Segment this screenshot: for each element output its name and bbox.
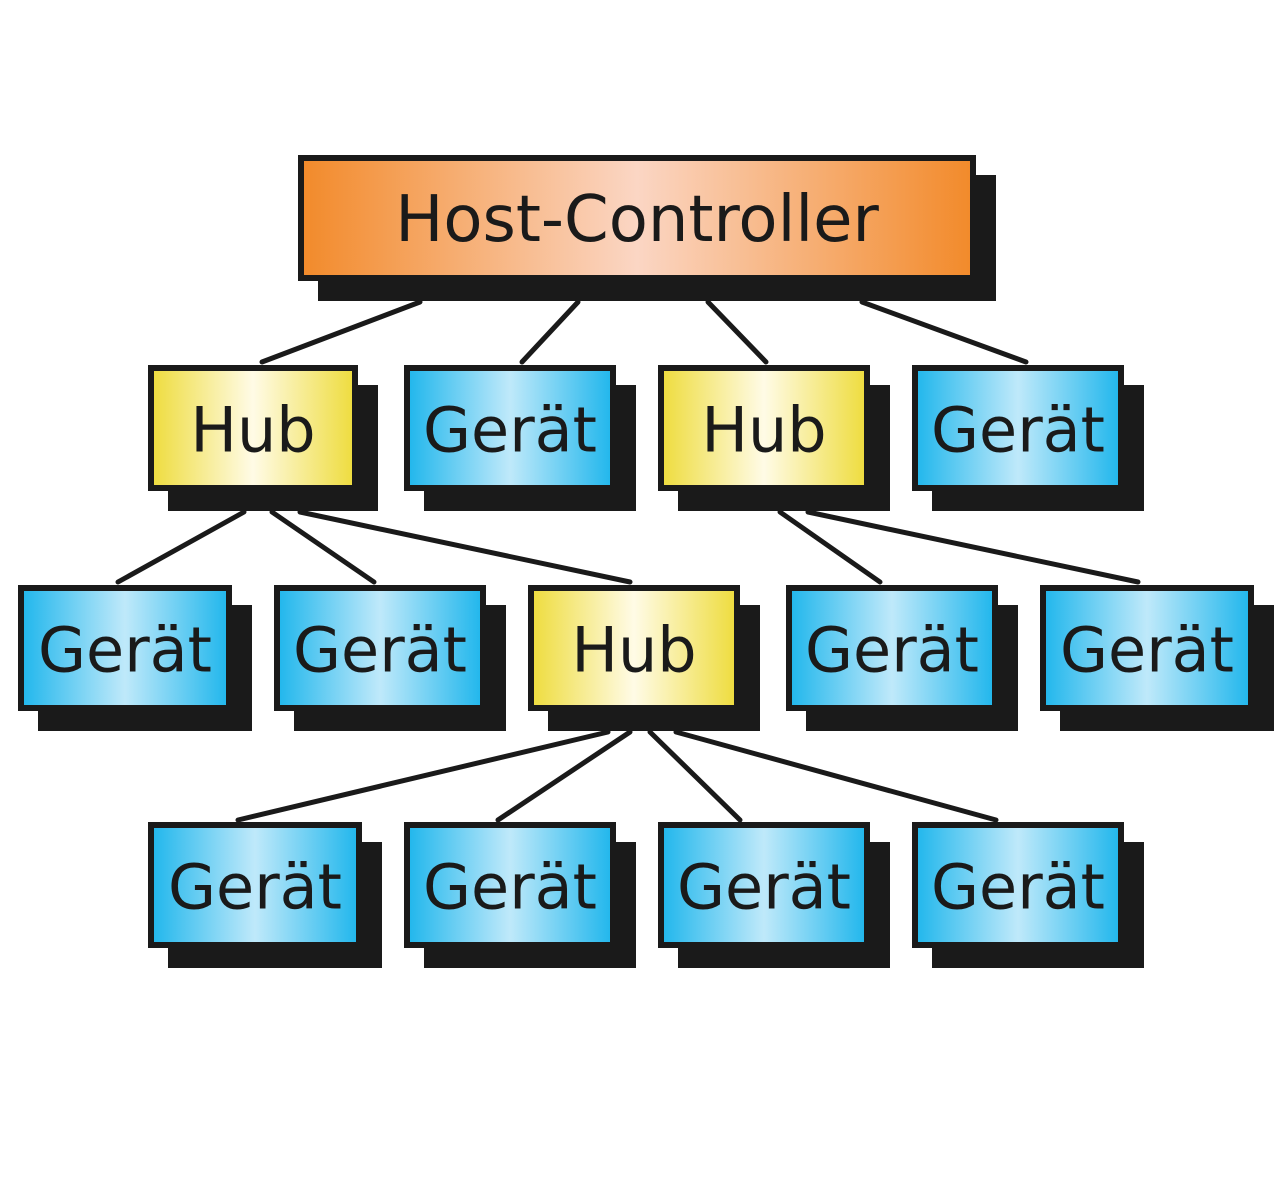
connection-line-hub1-dev4	[269, 509, 377, 585]
connection-line-hub3-dev10	[673, 729, 999, 823]
device-box-dev2: Gerät	[912, 365, 1144, 511]
hub-label: Hub	[571, 614, 696, 687]
device-box-body	[274, 585, 486, 711]
device-label: Gerät	[423, 851, 597, 924]
device-box-dev1: Gerät	[404, 365, 636, 511]
device-box-body	[404, 365, 616, 491]
device-label: Gerät	[931, 851, 1105, 924]
connection-line-host-hub1	[259, 299, 423, 365]
device-label: Gerät	[1060, 614, 1234, 687]
device-box-body	[1040, 585, 1254, 711]
device-box-body	[404, 822, 616, 948]
hub-box-hub1: Hub	[148, 365, 378, 511]
connection-line-hub3-dev7	[235, 729, 611, 823]
device-box-body	[148, 822, 362, 948]
connection-line-hub3-dev9	[647, 729, 743, 823]
connection-line-host-hub2	[705, 299, 769, 365]
hub-label: Hub	[190, 394, 315, 467]
device-box-dev4: Gerät	[274, 585, 506, 731]
host-label: Host-Controller	[395, 183, 879, 257]
device-box-dev7: Gerät	[148, 822, 382, 968]
connection-line-host-dev2	[859, 299, 1029, 365]
connection-lines	[115, 299, 1141, 823]
hub-box-body	[658, 365, 870, 491]
device-box-dev5: Gerät	[786, 585, 1018, 731]
device-box-body	[912, 365, 1124, 491]
connection-line-hub2-dev6	[805, 509, 1141, 585]
device-label: Gerät	[805, 614, 979, 687]
hub-box-hub2: Hub	[658, 365, 890, 511]
device-label: Gerät	[931, 394, 1105, 467]
hub-box-hub3: Hub	[528, 585, 760, 731]
host-box-host: Host-Controller	[298, 155, 996, 301]
hub-box-body	[148, 365, 358, 491]
device-box-dev6: Gerät	[1040, 585, 1274, 731]
connection-line-host-dev1	[519, 299, 581, 365]
connection-line-hub1-hub3	[297, 509, 633, 585]
connection-line-hub2-dev5	[777, 509, 883, 585]
device-box-body	[786, 585, 998, 711]
device-box-body	[658, 822, 870, 948]
device-label: Gerät	[293, 614, 467, 687]
hub-box-body	[528, 585, 740, 711]
host-box-body	[298, 155, 976, 281]
device-label: Gerät	[38, 614, 212, 687]
device-label: Gerät	[423, 394, 597, 467]
device-box-dev9: Gerät	[658, 822, 890, 968]
hub-label: Hub	[701, 394, 826, 467]
device-box-dev8: Gerät	[404, 822, 636, 968]
device-box-dev10: Gerät	[912, 822, 1144, 968]
connection-line-hub3-dev8	[495, 729, 633, 823]
device-label: Gerät	[168, 851, 342, 924]
device-label: Gerät	[677, 851, 851, 924]
device-box-body	[912, 822, 1124, 948]
device-box-dev3: Gerät	[18, 585, 252, 731]
device-box-body	[18, 585, 232, 711]
connection-line-hub1-dev3	[115, 509, 247, 585]
